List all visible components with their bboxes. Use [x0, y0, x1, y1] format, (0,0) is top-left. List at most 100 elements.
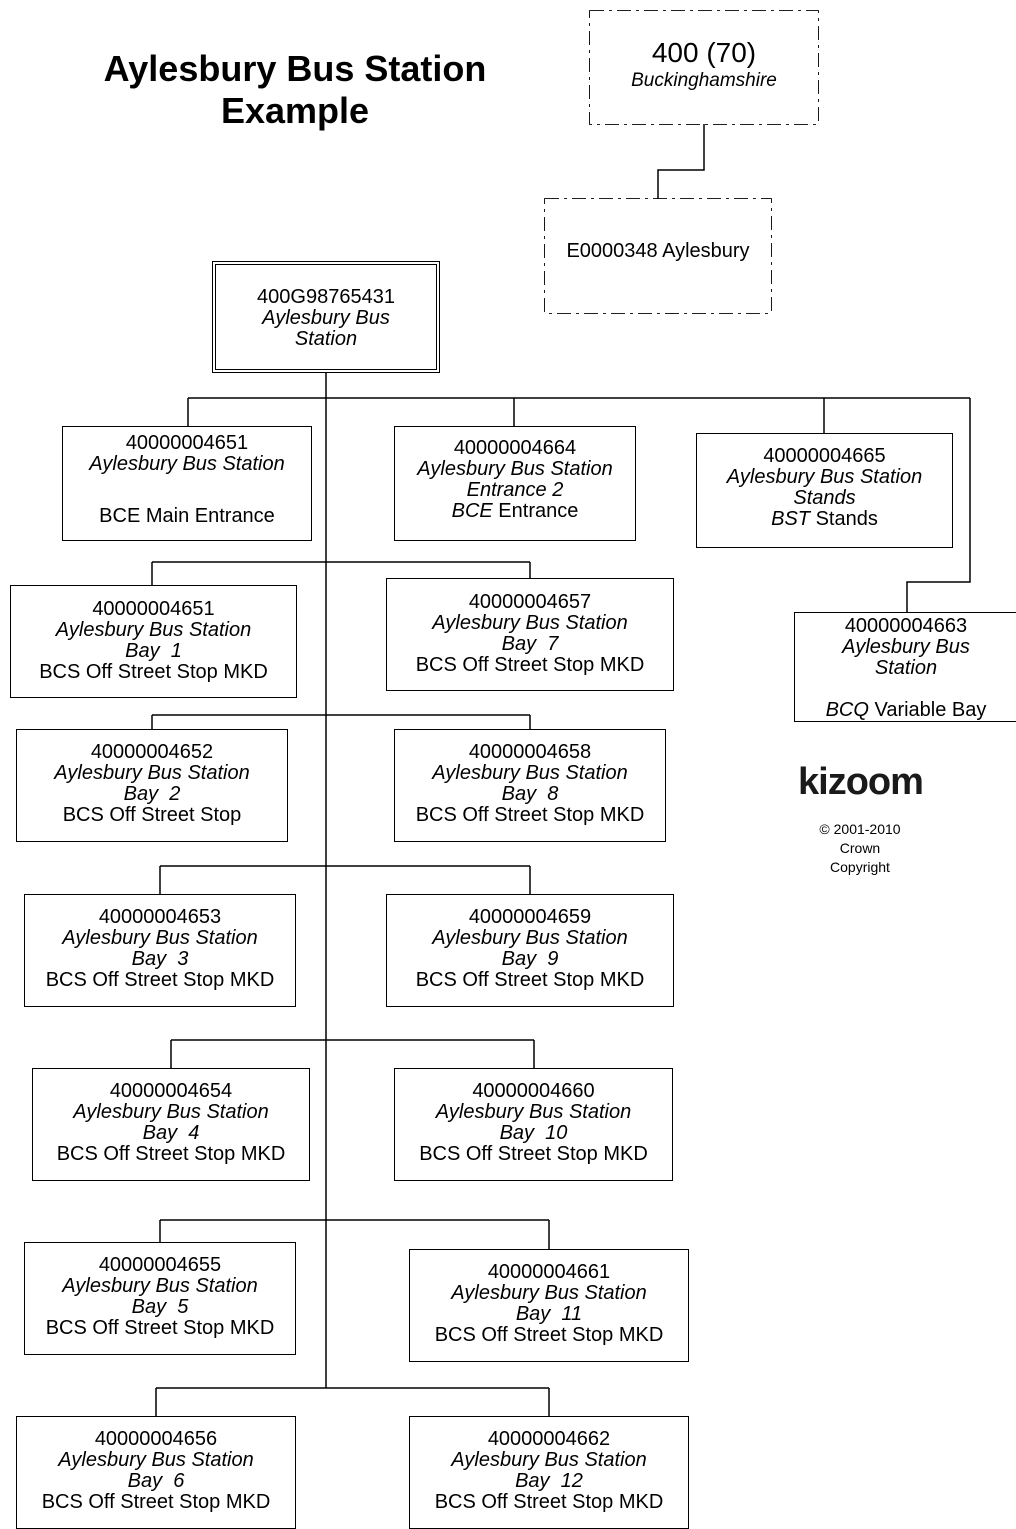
- locality-node: E0000348 Aylesbury: [545, 199, 771, 313]
- copyright-line-2: Crown: [839, 840, 881, 856]
- stop-name: Aylesbury Bus Station: [62, 927, 258, 949]
- stop-name-line-2: Station: [874, 657, 938, 679]
- bay-indicator: Bay 12: [515, 1470, 583, 1492]
- bay-node: 40000004657 Aylesbury Bus Station Bay 7 …: [386, 578, 674, 691]
- stop-type-code: BST: [771, 508, 811, 530]
- bay-indicator: Bay 8: [501, 783, 559, 805]
- stop-code: 40000004654: [109, 1080, 233, 1102]
- stop-name: Aylesbury Bus Station: [54, 762, 250, 784]
- bay-node: 40000004658 Aylesbury Bus Station Bay 8 …: [394, 729, 666, 842]
- stop-code: 40000004663: [844, 615, 968, 637]
- kizoom-logo: kizoom: [798, 761, 924, 803]
- stop-name: Aylesbury Bus Station: [62, 1275, 258, 1297]
- group-name-line-2: Station: [294, 328, 358, 350]
- stop-name: Aylesbury Bus Station: [451, 1282, 647, 1304]
- bay-indicator: Bay 9: [501, 948, 559, 970]
- stop-type: BCS Off Street Stop MKD: [41, 1491, 271, 1513]
- stop-name: Aylesbury Bus Station: [451, 1449, 647, 1471]
- stop-code: 40000004657: [468, 591, 592, 613]
- stop-code: 40000004661: [487, 1261, 611, 1283]
- bay-indicator: Bay 3: [131, 948, 189, 970]
- stop-name: Aylesbury Bus Station: [432, 612, 628, 634]
- bay-indicator: Bay 5: [131, 1296, 189, 1318]
- stop-name: Aylesbury Bus Station: [726, 466, 923, 488]
- bay-node: 40000004655 Aylesbury Bus Station Bay 5 …: [24, 1242, 296, 1355]
- entrance-node: 40000004664 Aylesbury Bus Station Entran…: [394, 426, 636, 541]
- stop-indicator: Entrance 2: [466, 479, 564, 501]
- title-line-1: Aylesbury Bus Station: [103, 48, 487, 89]
- bay-node: 40000004659 Aylesbury Bus Station Bay 9 …: [386, 894, 674, 1007]
- group-code: 400G98765431: [257, 286, 395, 308]
- bay-node: 40000004654 Aylesbury Bus Station Bay 4 …: [32, 1068, 310, 1181]
- bay-node: 40000004662 Aylesbury Bus Station Bay 12…: [409, 1416, 689, 1529]
- stop-indicator: Stands: [793, 487, 856, 509]
- stop-type: BCS Off Street Stop MKD: [415, 654, 645, 676]
- bay-node: 40000004661 Aylesbury Bus Station Bay 11…: [409, 1249, 689, 1362]
- stop-type: BCS Off Street Stop: [62, 804, 242, 826]
- copyright-notice: © 2001-2010 Crown Copyright: [800, 820, 920, 877]
- stop-code: 40000004652: [90, 741, 214, 763]
- stop-type-label: Entrance: [492, 500, 579, 522]
- stop-type: BCS Off Street Stop MKD: [434, 1324, 664, 1346]
- bay-node: 40000004653 Aylesbury Bus Station Bay 3 …: [24, 894, 296, 1007]
- title-line-2: Example: [220, 90, 370, 131]
- stop-code: 40000004665: [763, 445, 886, 467]
- group-name-line-1: Aylesbury Bus: [262, 307, 390, 329]
- copyright-line-1: © 2001-2010: [819, 821, 901, 837]
- locality-label: E0000348 Aylesbury: [566, 240, 750, 262]
- bay-node: 40000004660 Aylesbury Bus Station Bay 10…: [394, 1068, 673, 1181]
- bay-indicator: Bay 2: [123, 783, 181, 805]
- stop-code: 40000004664: [453, 437, 577, 459]
- admin-area-node: 400 (70) Buckinghamshire: [590, 11, 818, 124]
- bay-indicator: Bay 1: [125, 640, 182, 662]
- stop-code: 40000004651: [92, 598, 215, 620]
- stop-type-label: Stands: [810, 508, 878, 530]
- stop-type: BCS Off Street Stop MKD: [419, 1143, 648, 1165]
- admin-area-code: 400 (70): [651, 37, 757, 68]
- bay-indicator: Bay 6: [127, 1470, 185, 1492]
- stop-name: Aylesbury Bus Station: [58, 1449, 254, 1471]
- stop-area-group-node: 400G98765431 Aylesbury Bus Station: [212, 261, 440, 373]
- stop-type-code: BCQ: [825, 699, 869, 721]
- stop-type: BCE Main Entrance: [99, 505, 275, 527]
- stop-code: 40000004651: [125, 432, 249, 454]
- bay-indicator: Bay 7: [501, 633, 559, 655]
- stop-type: BCS Off Street Stop MKD: [45, 1317, 275, 1339]
- stop-type-code: BCE: [451, 500, 493, 522]
- stop-name: Aylesbury Bus Station: [432, 927, 628, 949]
- diagram-title: Aylesbury Bus Station Example: [75, 48, 515, 132]
- stop-type: BCS Off Street Stop MKD: [434, 1491, 664, 1513]
- stop-name: Aylesbury Bus Station: [89, 453, 285, 475]
- stop-name-line-1: Aylesbury Bus: [842, 636, 970, 658]
- stands-node: 40000004665 Aylesbury Bus Station Stands…: [696, 433, 953, 548]
- variable-bay-node: 40000004663 Aylesbury Bus Station BCQ Va…: [794, 612, 1016, 722]
- stop-name: Aylesbury Bus Station: [55, 619, 252, 641]
- entrance-node: 40000004651 Aylesbury Bus Station BCE Ma…: [62, 426, 312, 541]
- stop-name: Aylesbury Bus Station: [73, 1101, 269, 1123]
- stop-type: BCS Off Street Stop MKD: [45, 969, 275, 991]
- bay-indicator: Bay 4: [142, 1122, 200, 1144]
- stop-code: 40000004660: [472, 1080, 595, 1102]
- bay-indicator: Bay 10: [499, 1122, 568, 1144]
- stop-name: Aylesbury Bus Station: [432, 762, 628, 784]
- bay-node: 40000004656 Aylesbury Bus Station Bay 6 …: [16, 1416, 296, 1529]
- copyright-line-3: Copyright: [830, 859, 890, 875]
- stop-code: 40000004653: [98, 906, 222, 928]
- stop-code: 40000004655: [98, 1254, 222, 1276]
- stop-type: BCS Off Street Stop MKD: [415, 969, 645, 991]
- stop-type-label: Variable Bay: [868, 699, 987, 721]
- stop-name: Aylesbury Bus Station: [435, 1101, 632, 1123]
- stop-type: BCS Off Street Stop MKD: [39, 661, 268, 683]
- stop-code: 40000004656: [94, 1428, 218, 1450]
- bay-node: 40000004652 Aylesbury Bus Station Bay 2 …: [16, 729, 288, 842]
- stop-type: BCS Off Street Stop MKD: [56, 1143, 286, 1165]
- stop-name: Aylesbury Bus Station: [417, 458, 613, 480]
- stop-code: 40000004659: [468, 906, 592, 928]
- stop-code: 40000004658: [468, 741, 592, 763]
- admin-area-name: Buckinghamshire: [631, 70, 777, 91]
- stop-type: BCS Off Street Stop MKD: [415, 804, 645, 826]
- bay-node: 40000004651 Aylesbury Bus Station Bay 1 …: [10, 585, 297, 698]
- stop-code: 40000004662: [487, 1428, 611, 1450]
- bay-indicator: Bay 11: [515, 1303, 583, 1325]
